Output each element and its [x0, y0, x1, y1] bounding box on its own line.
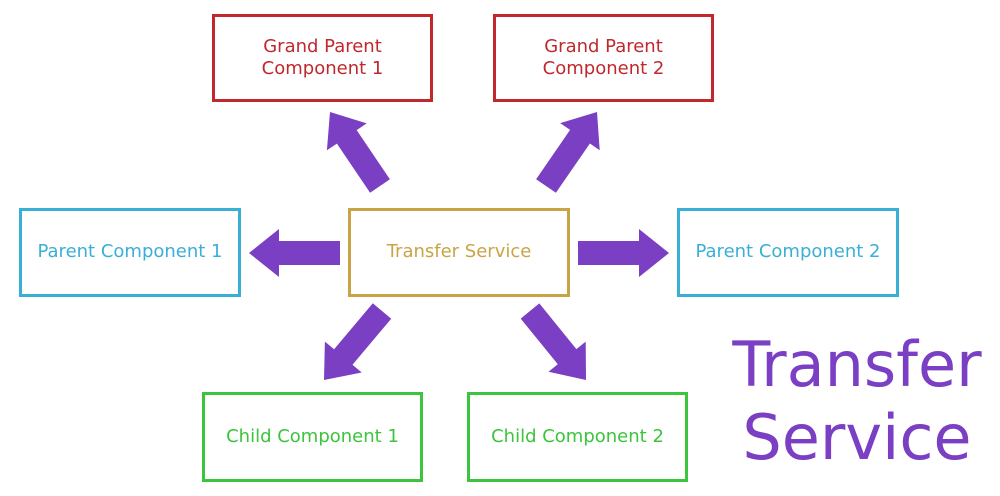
grandparent-component-1-label: Grand Parent Component 1: [261, 35, 384, 80]
arrow-to-parent-2: [578, 229, 669, 277]
parent-component-2-label: Parent Component 2: [695, 241, 881, 263]
arrow-to-parent-1: [249, 229, 340, 277]
grandparent-component-2-box: Grand Parent Component 2: [493, 14, 714, 102]
transfer-service-box: Transfer Service: [348, 208, 570, 297]
arrow-to-grandparent-1: [326, 112, 390, 193]
child-component-1-label: Child Component 1: [226, 425, 399, 447]
grandparent-component-1-box: Grand Parent Component 1: [212, 14, 433, 102]
parent-component-2-box: Parent Component 2: [677, 208, 899, 297]
parent-component-1-label: Parent Component 1: [37, 241, 223, 263]
parent-component-1-box: Parent Component 1: [19, 208, 241, 297]
grandparent-component-2-label: Grand Parent Component 2: [542, 35, 665, 80]
arrow-to-child-2: [520, 303, 586, 380]
arrow-to-child-1: [324, 303, 392, 380]
title-line-2: Service: [742, 401, 972, 475]
arrow-to-grandparent-2: [536, 112, 600, 193]
transfer-service-label: Transfer Service: [386, 241, 532, 263]
diagram-title: Transfer Service: [722, 328, 992, 474]
child-component-1-box: Child Component 1: [202, 392, 423, 482]
child-component-2-label: Child Component 2: [491, 425, 664, 447]
child-component-2-box: Child Component 2: [467, 392, 688, 482]
title-line-1: Transfer: [732, 328, 982, 401]
